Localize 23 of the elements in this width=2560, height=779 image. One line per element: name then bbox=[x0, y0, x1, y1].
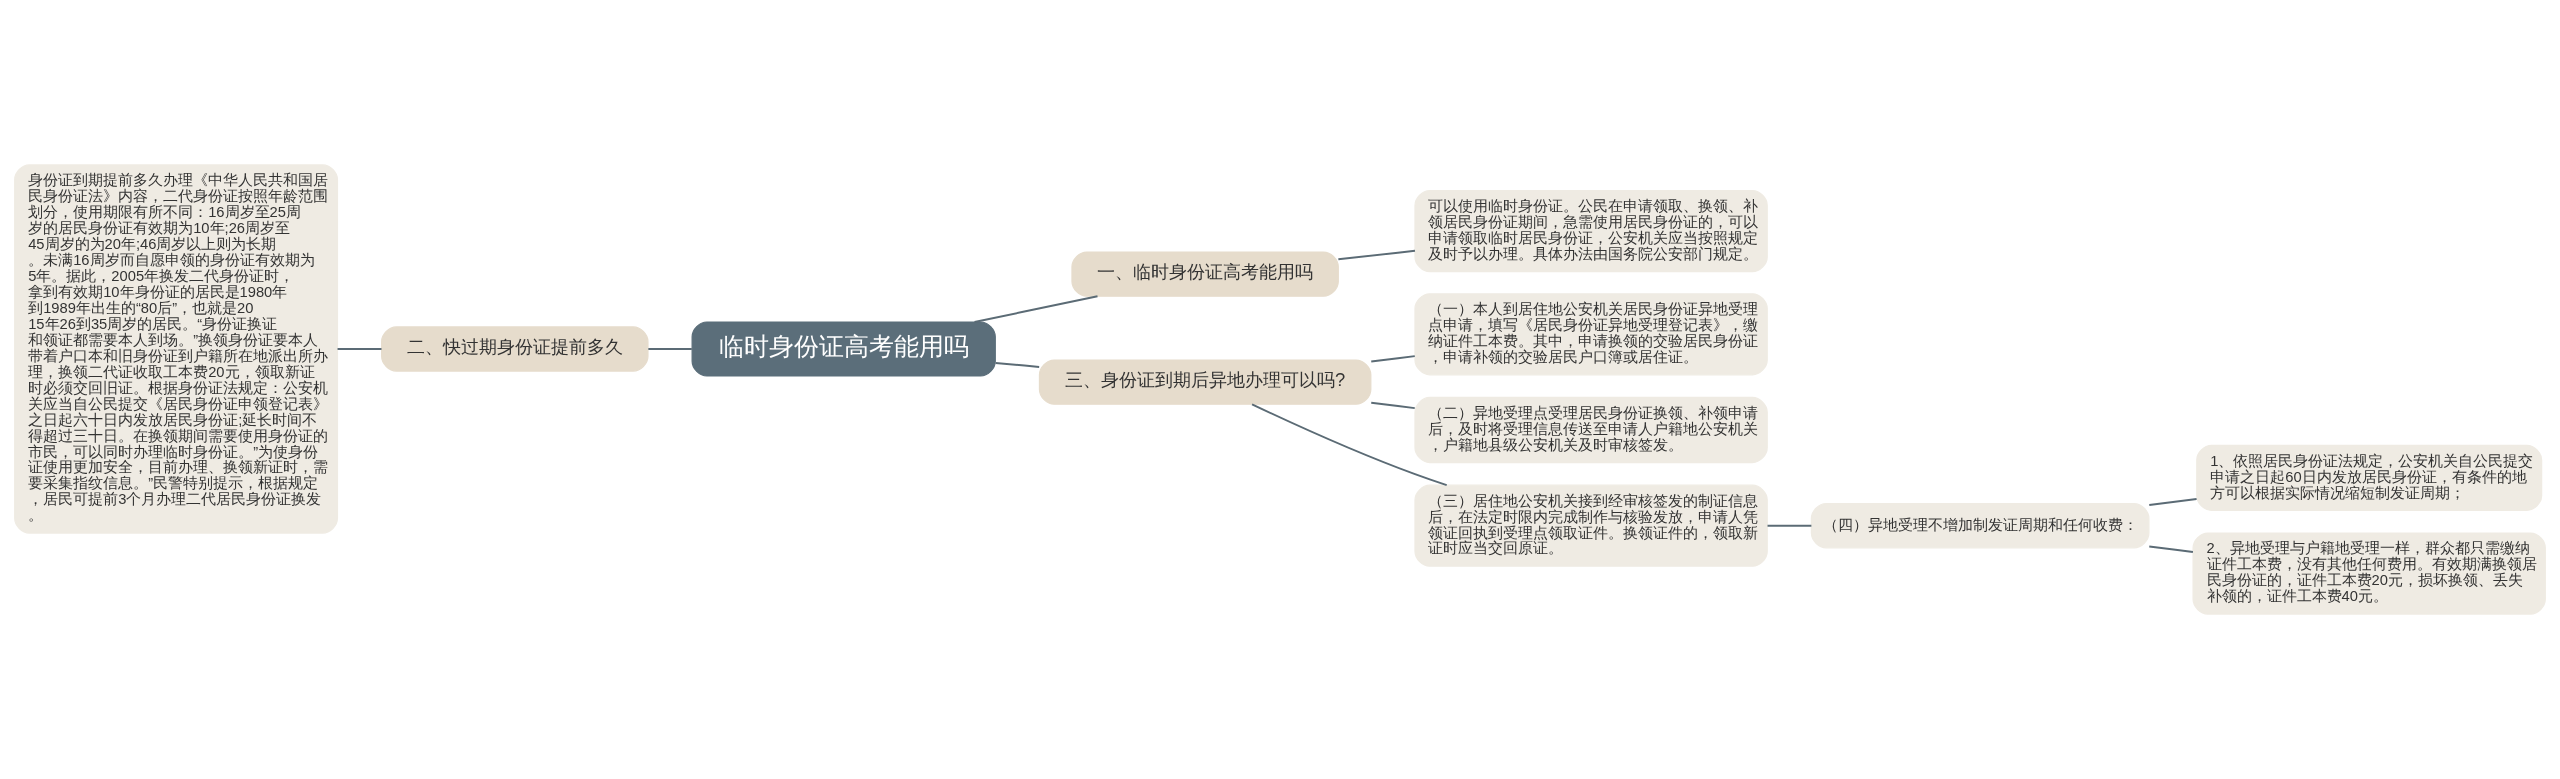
connector bbox=[994, 361, 1041, 368]
node-box: 可以使用临时身份证。公民在申请领取、换领、补领居民身份证期间，急需使用居民身份证的，可以申请领取临时居民身份证，公安机关应当按照规定及时予以办理。具体办法由国务院公安部门规定。 bbox=[1414, 190, 1768, 273]
node-box: 二、快过期身份证提前多久 bbox=[381, 326, 649, 372]
connector bbox=[973, 295, 1099, 323]
connector bbox=[1370, 401, 1416, 410]
connector bbox=[336, 348, 383, 350]
node-box: （二）异地受理点受理居民身份证换领、补领申请后，及时将受理信息传送至申请人户籍地公安机关，户籍地县级公安机关及时审核签发。 bbox=[1414, 396, 1768, 464]
connector bbox=[1370, 355, 1416, 363]
node-box: 一、临时身份证高考能用吗 bbox=[1071, 251, 1339, 297]
node-box: 三、身份证到期后异地办理可以吗? bbox=[1038, 359, 1372, 405]
node-box: （三）居住地公安机关接到经审核签发的制证信息后，在法定时限内完成制作与核验发放，申请人凭领证回执到受理点领取证件。换领证件的，领取新证时应当交回原证。 bbox=[1414, 484, 1768, 567]
connector bbox=[2148, 545, 2194, 553]
connector bbox=[1337, 249, 1416, 261]
node-box: （四）异地受理不增加制发证周期和任何收费： bbox=[1810, 503, 2150, 549]
node-box: 2、异地受理与户籍地受理一样，群众都只需缴纳证件工本费，没有其他任何费用。有效期满换领居民身份证的，证件工本费20元，损坏换领、丢失补领的，证件工本费40元。 bbox=[2192, 532, 2546, 615]
node-box: 临时身份证高考能用吗 bbox=[691, 321, 996, 377]
node-box: （一）本人到居住地公安机关居民身份证异地受理点申请，填写《居民身份证异地受理登记表》，缴纳证件工本费。其中，申请换领的交验居民身份证，申请补领的交验居民户口簿或居住证。 bbox=[1414, 293, 1768, 376]
connector bbox=[1251, 403, 1448, 487]
connector bbox=[1766, 524, 1813, 527]
connector bbox=[647, 348, 693, 350]
node-box: 身份证到期提前多久办理《中华人民共和国居民身份证法》内容，二代身份证按照年龄范围划分，使用期限有所不同：16周岁至25周岁的居民身份证有效期为10年;26周岁至45周岁的为20年;46周岁以上则为长期。未满16周岁而自愿申领的身份证有效期为5年。据此，2005年换发二代身份证时，拿到有效期10年身份证的居民是1980年到1989年出生的“80后”，也就是2015年26到35周岁的居民。“身份证换证和领证都需要本人到场。”换领身份证要本人带着户口本和旧身份证到户籍所在地派出所办理，换领二代证收取工本费20元，领取新证时必须交回旧证。根据身份证法规定：公安机关应当自公民提交《居民身份证申领登记表》之日起六十日内发放居民身份证;延长时间不得超过三十日。在换领期间需要使用身份证的市民，可以同时办理临时身份证。”为使身份证使用更加安全，目前办理、换领新证时，需要采集指纹信息。”民警特别提示，根据规定，居民可提前3个月办理二代居民身份证换发。 bbox=[14, 164, 339, 534]
node-box: 1、依照居民身份证法规定，公安机关自公民提交申请之日起60日内发放居民身份证，有条件的地方可以根据实际情况缩短制发证周期； bbox=[2196, 444, 2543, 511]
connector bbox=[2148, 498, 2198, 506]
